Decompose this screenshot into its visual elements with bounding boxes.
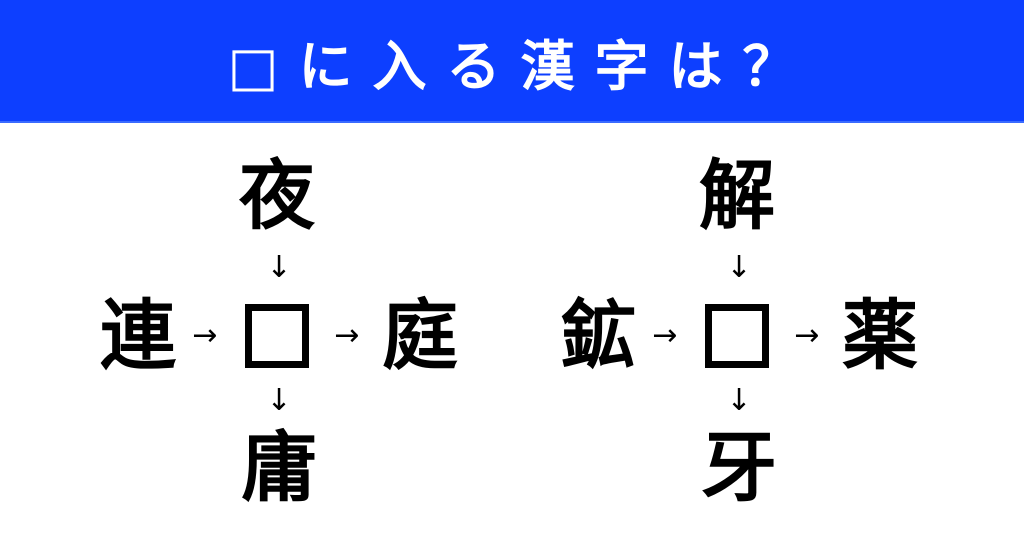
puzzle-1-right-kanji: 庭 <box>382 291 458 380</box>
puzzle-1-answer-box[interactable] <box>245 304 309 368</box>
arrow-down-icon: ↓ <box>266 383 292 418</box>
arrow-down-icon: ↓ <box>726 383 752 418</box>
arrow-down-icon: ↓ <box>266 250 292 285</box>
arrow-right-icon: → <box>652 318 678 353</box>
arrow-right-icon: → <box>794 318 820 353</box>
puzzle-1-left-kanji: 連 <box>100 291 176 380</box>
puzzle-2-bottom-kanji: 牙 <box>701 423 777 512</box>
puzzle-2-answer-box[interactable] <box>705 304 769 368</box>
puzzle-2-left-kanji: 鉱 <box>560 291 636 380</box>
puzzle-1-top-kanji: 夜 <box>239 151 315 240</box>
arrow-right-icon: → <box>334 318 360 353</box>
page-title: □に入る漢字は？ <box>227 35 817 98</box>
puzzle-2-top-kanji: 解 <box>699 151 775 240</box>
puzzle-1-bottom-kanji: 庸 <box>241 423 317 512</box>
puzzle-2-right-kanji: 薬 <box>842 291 918 380</box>
puzzle-2: 解 ↓ 鉱 → → 薬 ↓ 牙 <box>460 0 920 538</box>
arrow-down-icon: ↓ <box>726 250 752 285</box>
header-banner: □に入る漢字は？ <box>0 0 1024 123</box>
arrow-right-icon: → <box>192 318 218 353</box>
puzzle-1: 夜 ↓ 連 → → 庭 ↓ 庸 <box>0 0 460 538</box>
